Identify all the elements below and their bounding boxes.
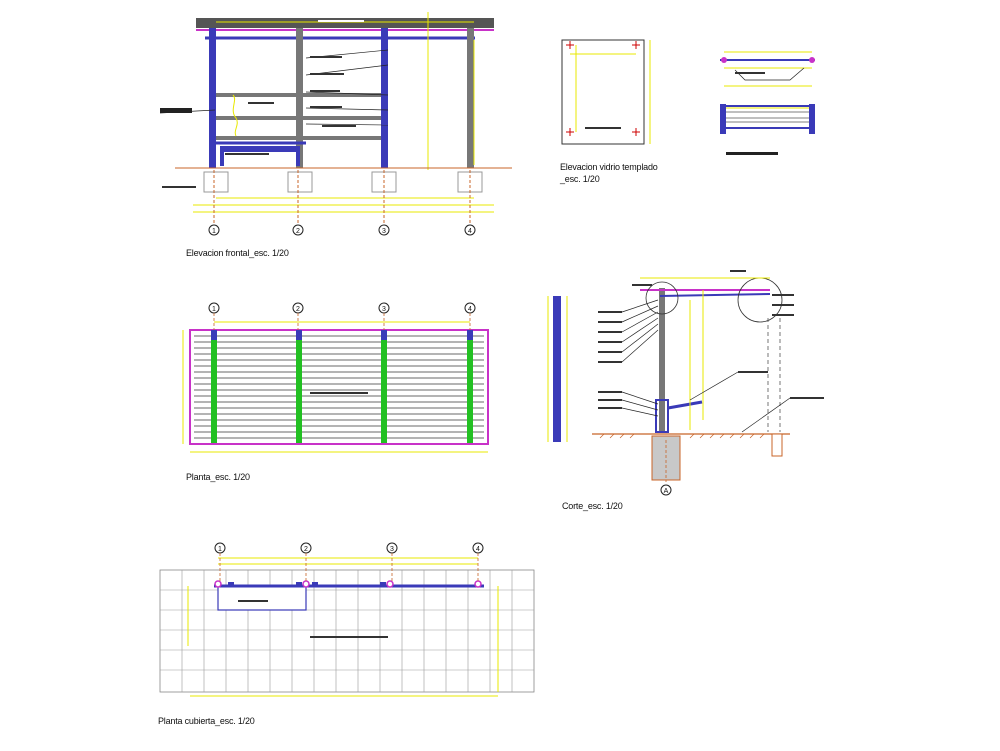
roof-axis-label: 1 bbox=[218, 546, 222, 553]
section-axis-label: A bbox=[664, 488, 669, 495]
plan-axis-label: 3 bbox=[382, 306, 386, 313]
plan-axis-label: 1 bbox=[212, 306, 216, 313]
plan-axis-label: 2 bbox=[296, 306, 300, 313]
section-caption: Corte_esc. 1/20 bbox=[562, 501, 623, 511]
plan-axis-label: 4 bbox=[468, 306, 472, 313]
front-elevation-caption: Elevacion frontal_esc. 1/20 bbox=[186, 248, 289, 258]
front-axis-label: 4 bbox=[468, 228, 472, 235]
front-columns bbox=[209, 28, 474, 168]
roof-plan-caption: Planta cubierta_esc. 1/20 bbox=[158, 716, 255, 726]
front-axis-label: 2 bbox=[296, 228, 300, 235]
plan-slats bbox=[194, 335, 484, 439]
front-axis-label: 1 bbox=[212, 228, 216, 235]
glass-fixing-detail bbox=[720, 51, 815, 155]
plan-supports bbox=[211, 337, 473, 443]
glass-elevation-caption-line2: _esc. 1/20 bbox=[560, 174, 600, 184]
front-elevation-view: 1 2 3 4 bbox=[159, 12, 512, 236]
roof-axis-label: 2 bbox=[304, 546, 308, 553]
section-view: A bbox=[547, 270, 824, 496]
roof-axis-label: 4 bbox=[476, 546, 480, 553]
plan-view: 1 2 3 4 bbox=[182, 302, 489, 453]
glass-elevation-caption-line1: Elevacion vidrio templado bbox=[560, 162, 658, 172]
roof-axis-label: 3 bbox=[390, 546, 394, 553]
plan-caption: Planta_esc. 1/20 bbox=[186, 472, 250, 482]
glass-elevation-view bbox=[561, 39, 651, 145]
front-axis-label: 3 bbox=[382, 228, 386, 235]
roof-band bbox=[196, 18, 494, 28]
roof-plan-view: 1 2 3 4 bbox=[159, 542, 535, 697]
